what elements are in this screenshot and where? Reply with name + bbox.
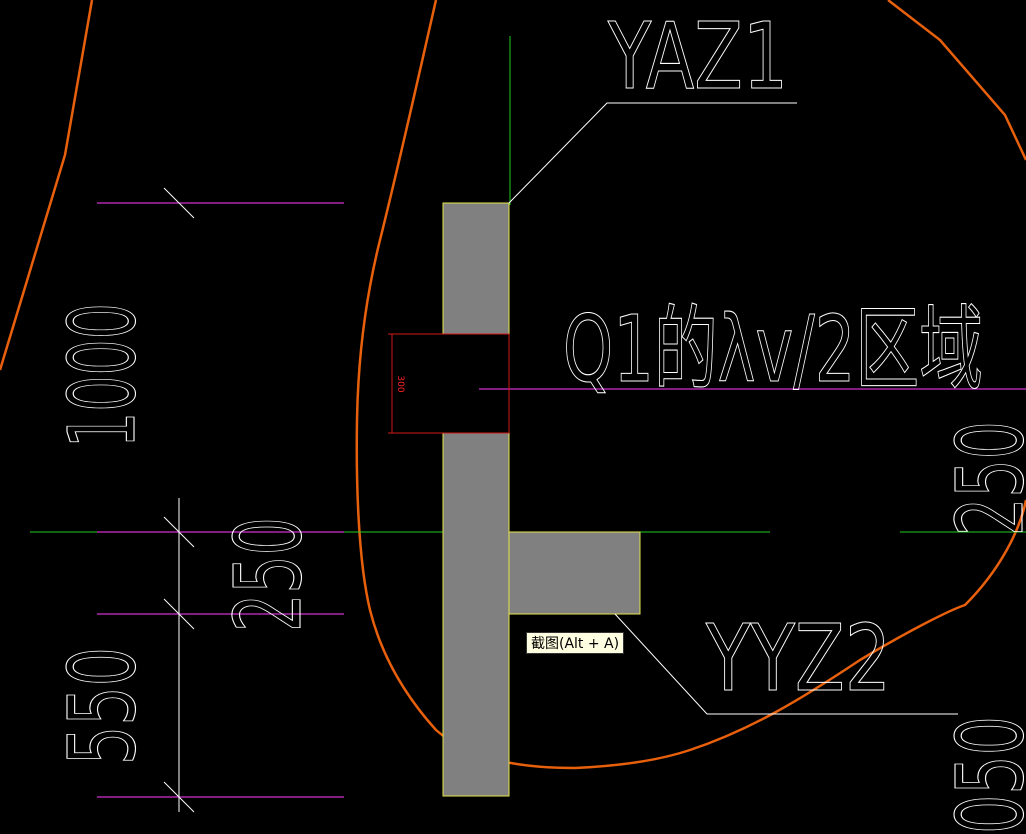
magenta-dimension-lines	[97, 202, 1026, 798]
label-yaz1: YAZ1	[607, 3, 788, 110]
dim-text-050-right: 050	[937, 716, 1026, 834]
wall-column-yaz1[interactable]	[442, 202, 510, 797]
dim-text-550: 550	[49, 647, 156, 765]
label-yyz2: YYZ2	[705, 605, 891, 712]
opening-red-dimension	[388, 333, 510, 434]
leader-yyz2	[614, 613, 958, 715]
leader-yaz1	[508, 102, 797, 204]
dimension-chain-vertical	[163, 187, 195, 813]
dim-text-250-left: 250	[215, 517, 322, 632]
screenshot-tooltip: 截图(Alt + A)	[526, 632, 625, 654]
opening-dimension-text: 300	[395, 375, 405, 392]
label-region-note: Q1的λv/2区域	[563, 296, 983, 403]
dim-text-250-right: 250	[937, 421, 1026, 536]
orange-boundary-left	[0, 0, 94, 371]
wall-column-yyz2[interactable]	[508, 531, 641, 615]
dim-text-1000: 1000	[49, 303, 156, 448]
orange-boundary-topright	[887, 0, 1026, 161]
